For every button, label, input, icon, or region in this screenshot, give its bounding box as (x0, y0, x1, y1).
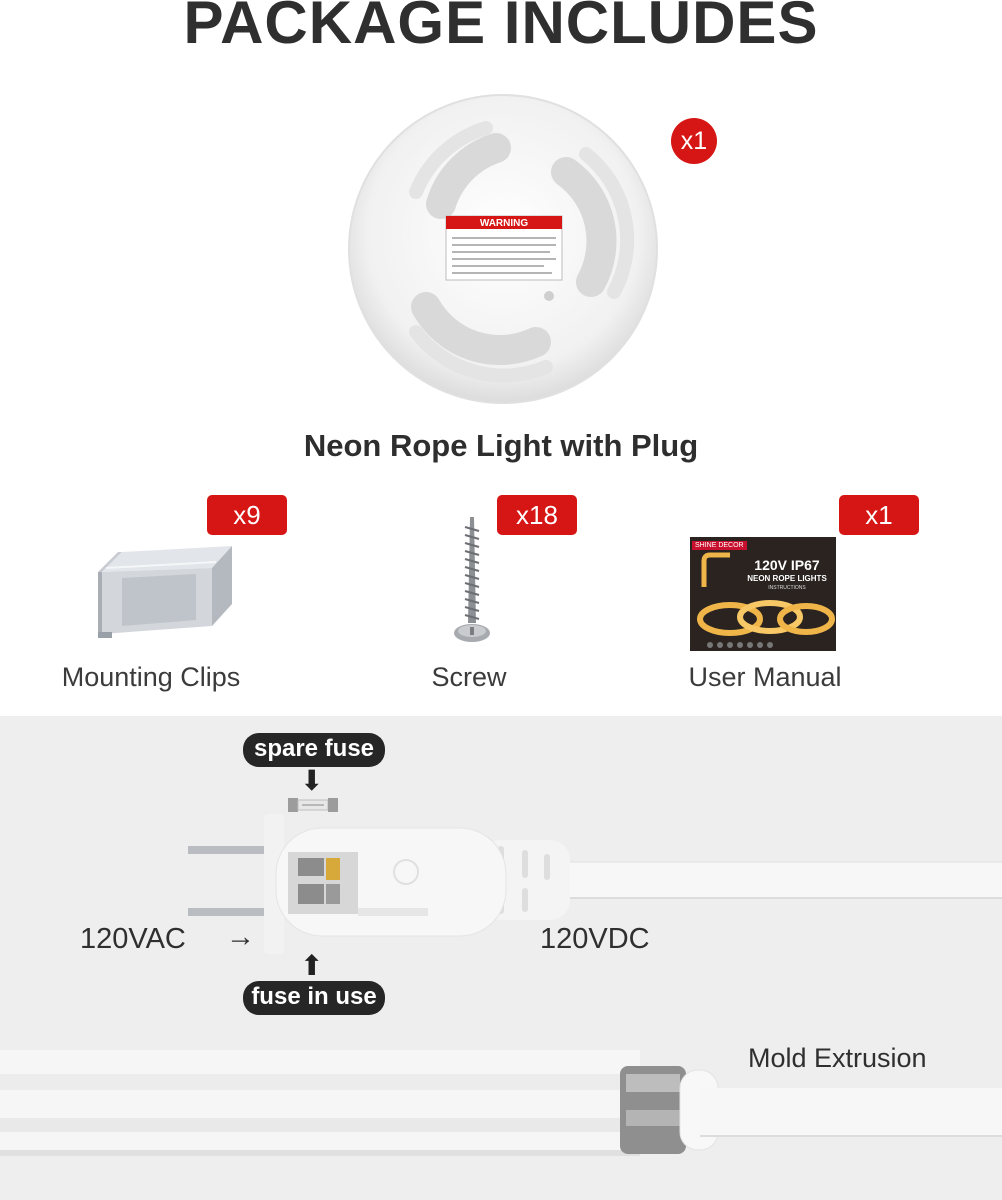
neon-strip-icon (701, 552, 730, 587)
rope-light-reel: WARNING (346, 92, 660, 406)
reel-qty-badge: x1 (671, 118, 717, 164)
manual-qty-badge: x1 (839, 495, 919, 535)
manual-title-line2: NEON ROPE LIGHTS (747, 574, 827, 583)
manual-brand: SHINE DECOR (692, 541, 747, 550)
screw-label: Screw (431, 662, 507, 692)
screw-icon (454, 517, 490, 642)
mounting-clips-label: Mounting Clips (61, 662, 241, 692)
output-voltage: 120VDC (540, 923, 650, 955)
warning-label: WARNING (480, 218, 529, 229)
arrow-right-icon: → (226, 921, 255, 953)
spare-fuse-icon (288, 798, 338, 812)
plug-icon (188, 814, 1002, 954)
fuse-in-use-label: fuse in use (243, 981, 385, 1015)
rope-extrusion-icon (0, 1050, 1002, 1156)
manual-title-line1: 120V IP67 (754, 557, 820, 573)
reel-icon: WARNING (348, 94, 658, 404)
input-voltage: 120VAC (80, 923, 186, 955)
manual-title-line3: INSTRUCTIONS (768, 585, 806, 591)
reel-caption: Neon Rope Light with Plug (303, 428, 699, 463)
mounting-clip-icon (98, 546, 232, 638)
screw-qty-badge: x18 (497, 495, 577, 535)
clips-qty-badge: x9 (207, 495, 287, 535)
page-title: PACKAGE INCLUDES (183, 0, 819, 56)
user-manual-label: User Manual (688, 662, 842, 692)
mold-extrusion-label: Mold Extrusion (748, 1043, 927, 1073)
neon-coil-icon (697, 600, 835, 648)
user-manual-cover: SHINE DECOR 120V IP67 NEON ROPE LIGHTS I… (690, 537, 836, 651)
spare-fuse-label: spare fuse (243, 733, 385, 767)
arrow-down-icon: ⬇ (300, 765, 324, 796)
arrow-up-icon: ⬆ (300, 950, 324, 981)
